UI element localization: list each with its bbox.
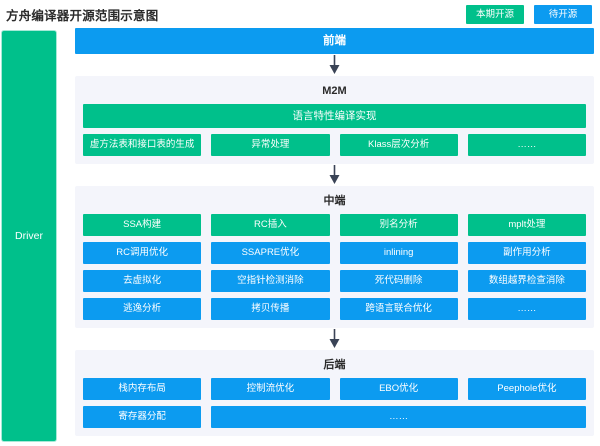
midend-item[interactable]: 别名分析 bbox=[339, 214, 458, 236]
diagram-stage: Driver 前端 M2M 语言特性编译实现 虚方法表和接口表的生成 异常处理 … bbox=[0, 28, 600, 446]
midend-title: 中端 bbox=[323, 195, 346, 207]
legend-to-be-open-sourced[interactable]: 待开源 bbox=[534, 4, 592, 24]
m2m-item[interactable]: 虚方法表和接口表的生成 bbox=[83, 134, 202, 156]
m2m-item-grid: 虚方法表和接口表的生成 异常处理 Klass层次分析 …… bbox=[83, 134, 586, 156]
midend-item[interactable]: 数组越界检查消除 bbox=[467, 270, 586, 292]
frontend-label: 前端 bbox=[323, 35, 346, 47]
m2m-item[interactable]: Klass层次分析 bbox=[339, 134, 458, 156]
driver-block: Driver bbox=[2, 31, 56, 441]
midend-item[interactable]: mplt处理 bbox=[467, 214, 586, 236]
legend-group: 本期开源 待开源 bbox=[466, 4, 592, 24]
arrow-midend-to-backend bbox=[75, 328, 594, 350]
midend-item-grid: SSA构建 RC插入 别名分析 mplt处理 RC调用优化 SSAPRE优化 i… bbox=[83, 214, 586, 320]
midend-item[interactable]: inlining bbox=[339, 242, 458, 264]
page-header: 方舟编译器开源范围示意图 本期开源 待开源 bbox=[0, 0, 600, 28]
m2m-item[interactable]: …… bbox=[467, 134, 586, 156]
midend-item[interactable]: …… bbox=[467, 298, 586, 320]
backend-item[interactable]: EBO优化 bbox=[339, 378, 458, 400]
backend-title: 后端 bbox=[323, 359, 346, 371]
midend-item[interactable]: 死代码删除 bbox=[339, 270, 458, 292]
legend-open-sourced-this-release[interactable]: 本期开源 bbox=[466, 4, 524, 24]
m2m-language-feature-label: 语言特性编译实现 bbox=[292, 110, 377, 122]
m2m-item[interactable]: 异常处理 bbox=[211, 134, 330, 156]
backend-item[interactable]: 控制流优化 bbox=[211, 378, 330, 400]
backend-item[interactable]: …… bbox=[211, 406, 586, 428]
midend-item[interactable]: 副作用分析 bbox=[467, 242, 586, 264]
arrow-frontend-to-m2m bbox=[75, 54, 594, 76]
midend-item[interactable]: 逃逸分析 bbox=[83, 298, 202, 320]
pipeline-column: 前端 M2M 语言特性编译实现 虚方法表和接口表的生成 异常处理 Klass层次… bbox=[75, 28, 594, 446]
midend-item[interactable]: 空指针检测消除 bbox=[211, 270, 330, 292]
page-title: 方舟编译器开源范围示意图 bbox=[6, 8, 159, 23]
midend-item[interactable]: RC插入 bbox=[211, 214, 330, 236]
driver-label: Driver bbox=[15, 230, 43, 242]
m2m-section: M2M 语言特性编译实现 虚方法表和接口表的生成 异常处理 Klass层次分析 … bbox=[75, 76, 594, 164]
backend-item[interactable]: 栈内存布局 bbox=[83, 378, 202, 400]
midend-item[interactable]: SSA构建 bbox=[83, 214, 202, 236]
m2m-language-feature-bar: 语言特性编译实现 bbox=[83, 104, 586, 128]
midend-item[interactable]: SSAPRE优化 bbox=[211, 242, 330, 264]
midend-section: 中端 SSA构建 RC插入 别名分析 mplt处理 RC调用优化 SSAPRE优… bbox=[75, 186, 594, 328]
midend-item[interactable]: RC调用优化 bbox=[83, 242, 202, 264]
m2m-title: M2M bbox=[322, 85, 347, 97]
backend-item[interactable]: 寄存器分配 bbox=[83, 406, 202, 428]
arrow-m2m-to-midend bbox=[75, 164, 594, 186]
midend-item[interactable]: 拷贝传播 bbox=[211, 298, 330, 320]
midend-item[interactable]: 去虚拟化 bbox=[83, 270, 202, 292]
backend-item-grid: 栈内存布局 控制流优化 EBO优化 Peephole优化 寄存器分配 …… bbox=[83, 378, 586, 428]
backend-item[interactable]: Peephole优化 bbox=[467, 378, 586, 400]
backend-section: 后端 栈内存布局 控制流优化 EBO优化 Peephole优化 寄存器分配 …… bbox=[75, 350, 594, 436]
frontend-block: 前端 bbox=[75, 28, 594, 54]
midend-item[interactable]: 跨语言联合优化 bbox=[339, 298, 458, 320]
